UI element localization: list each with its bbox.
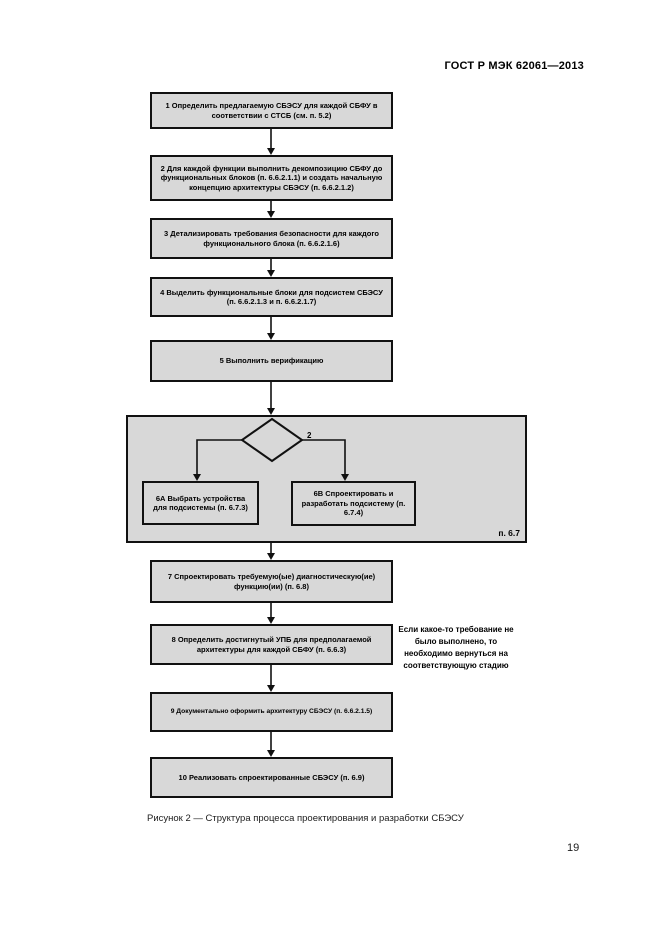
page-number: 19 (567, 842, 580, 854)
flow-step-5: 5 Выполнить верификацию (150, 340, 393, 382)
subsystem-clause-label: п. 6.7 (498, 528, 520, 538)
flow-step-8: 8 Определить достигнутый УПБ для предпол… (150, 624, 393, 665)
flow-step-2: 2 Для каждой функции выполнить декомпози… (150, 155, 393, 201)
decision-branch-label: 2 (307, 431, 312, 440)
flow-step-6a: 6А Выбрать устройства для подсистемы (п.… (142, 481, 259, 525)
flow-step-3: 3 Детализировать требования безопасности… (150, 218, 393, 259)
flow-step-9: 9 Документально оформить архитектуру СБЭ… (150, 692, 393, 732)
figure-caption: Рисунок 2 — Структура процесса проектиро… (147, 813, 464, 824)
flow-step-7: 7 Спроектировать требуемую(ые) диагности… (150, 560, 393, 603)
flow-step-6b: 6В Спроектировать и разработать подсисте… (291, 481, 416, 526)
flow-step-4: 4 Выделить функциональные блоки для подс… (150, 277, 393, 317)
standard-number-header: ГОСТ Р МЭК 62061—2013 (444, 60, 584, 72)
flow-step-10: 10 Реализовать спроектированные СБЭСУ (п… (150, 757, 393, 798)
return-to-stage-note: Если какое-то требование не было выполне… (398, 625, 514, 670)
flow-step-1: 1 Определить предлагаемую СБЭСУ для кажд… (150, 92, 393, 129)
